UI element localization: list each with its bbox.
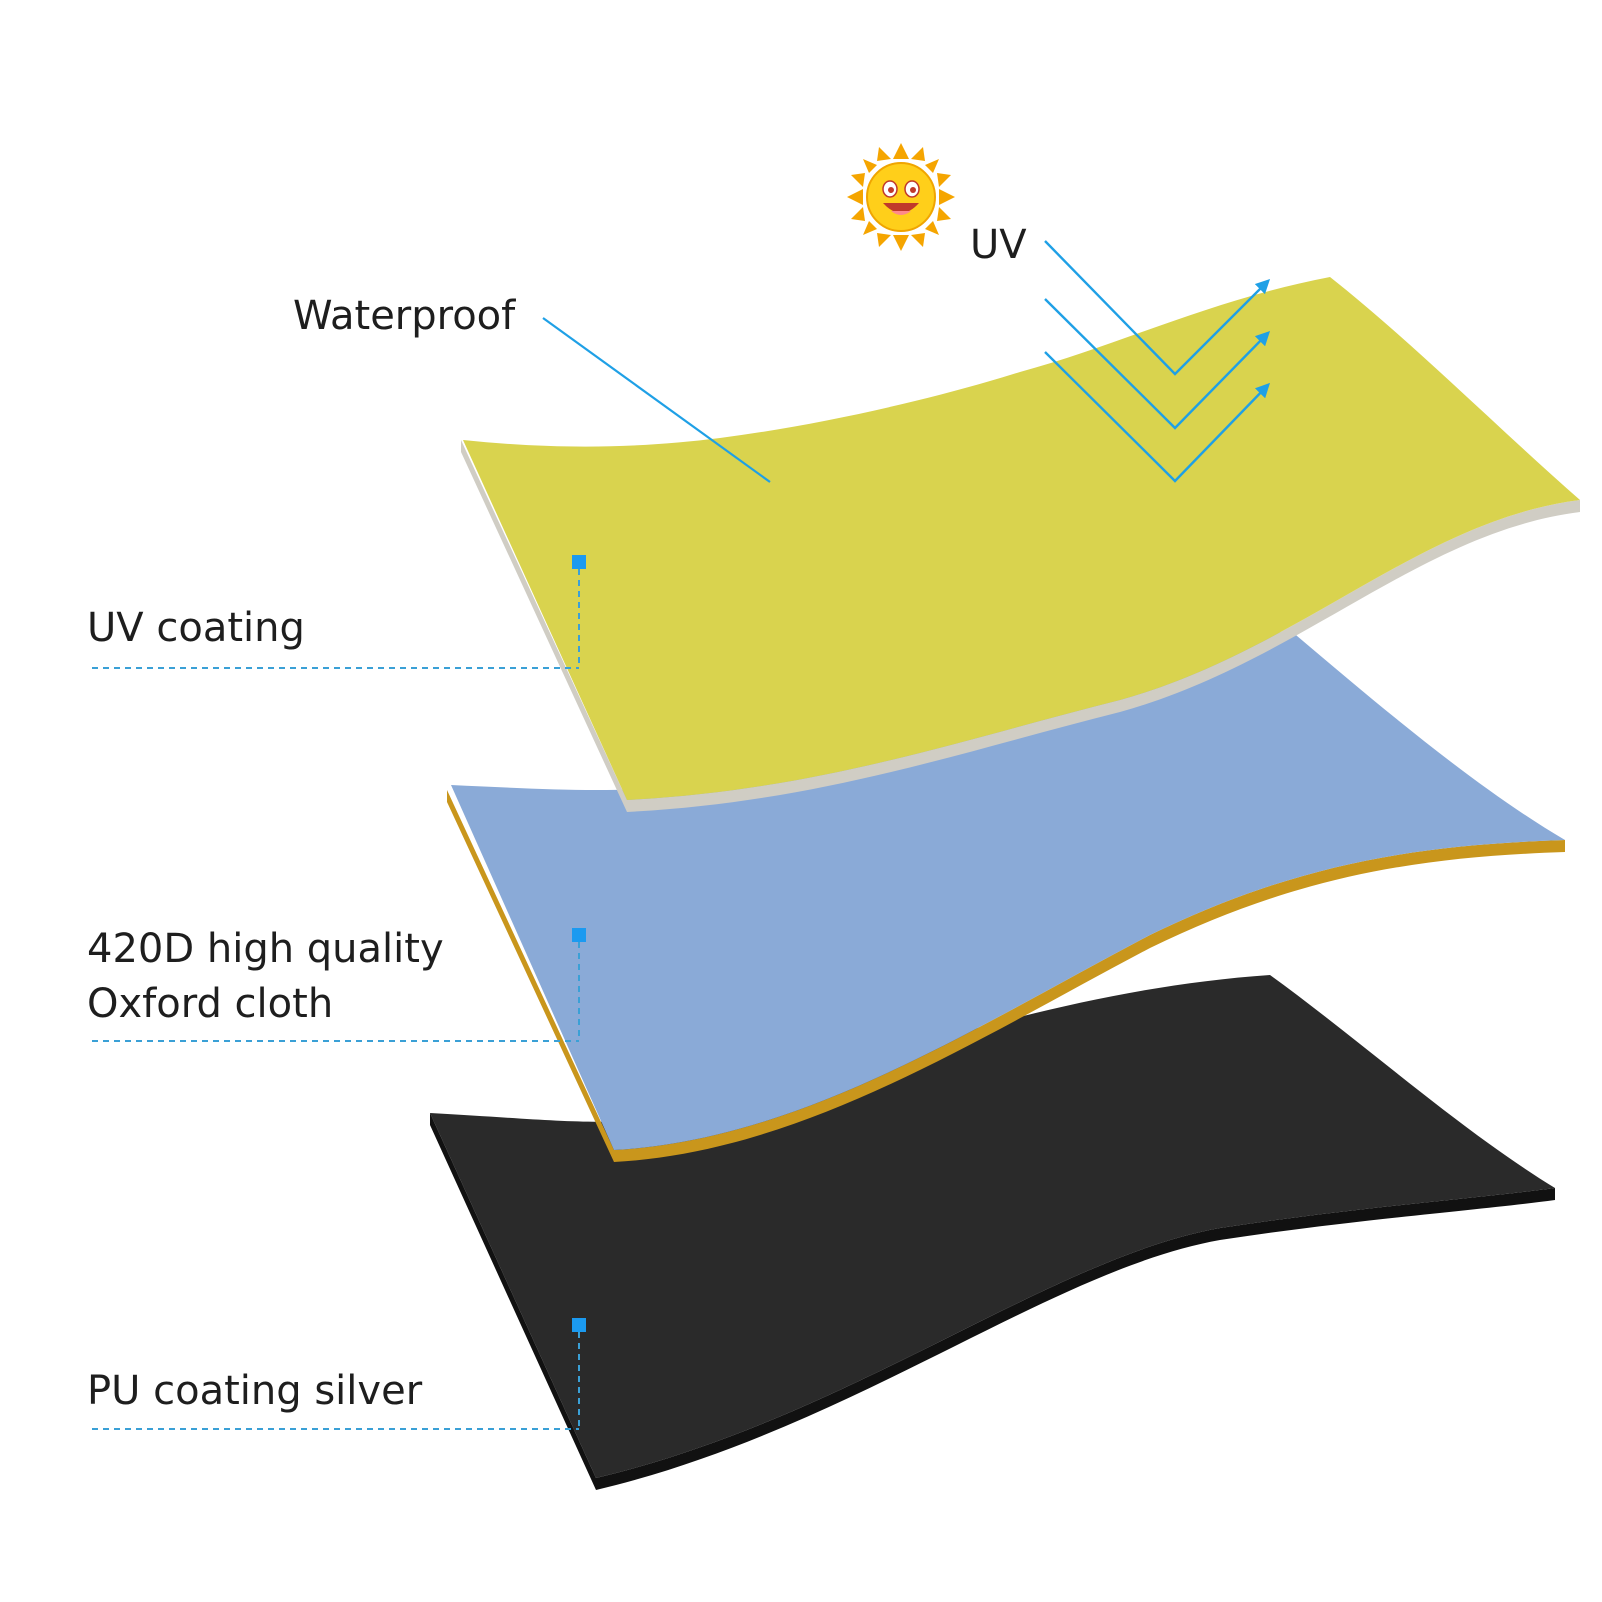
uv-layer-edge [461,440,1580,812]
oxford-label-line2: Oxford cloth [87,981,333,1027]
square-marker-icon [572,1318,586,1332]
oxford-label-line1: 420D high quality [87,926,444,972]
pu-layer [430,975,1555,1490]
oxford-layer-top [451,630,1565,1150]
uv-coating-label: UV coating [87,605,305,651]
uv-label: UV [970,222,1027,268]
waterproof-callout-line [542,317,771,483]
pu-coating-callout [92,1318,586,1430]
pu-coating-label: PU coating silver [87,1368,423,1414]
uv-layer-top [463,277,1580,800]
uv-arrow-3 [1044,351,1271,483]
oxford-layer-edge [447,790,1565,1162]
waterproof-label: Waterproof [293,293,516,339]
uv-layer [461,277,1580,812]
uv-coating-callout [92,555,586,669]
oxford-callout [92,928,586,1042]
uv-arrow-2 [1044,298,1271,430]
square-marker-icon [572,555,586,569]
square-marker-icon [572,928,586,942]
oxford-layer [447,630,1565,1162]
uv-arrow-1 [1044,240,1271,376]
pu-layer-top [430,975,1555,1478]
uv-reflection-arrows [1044,240,1271,483]
smiling-sun-icon [847,143,955,251]
